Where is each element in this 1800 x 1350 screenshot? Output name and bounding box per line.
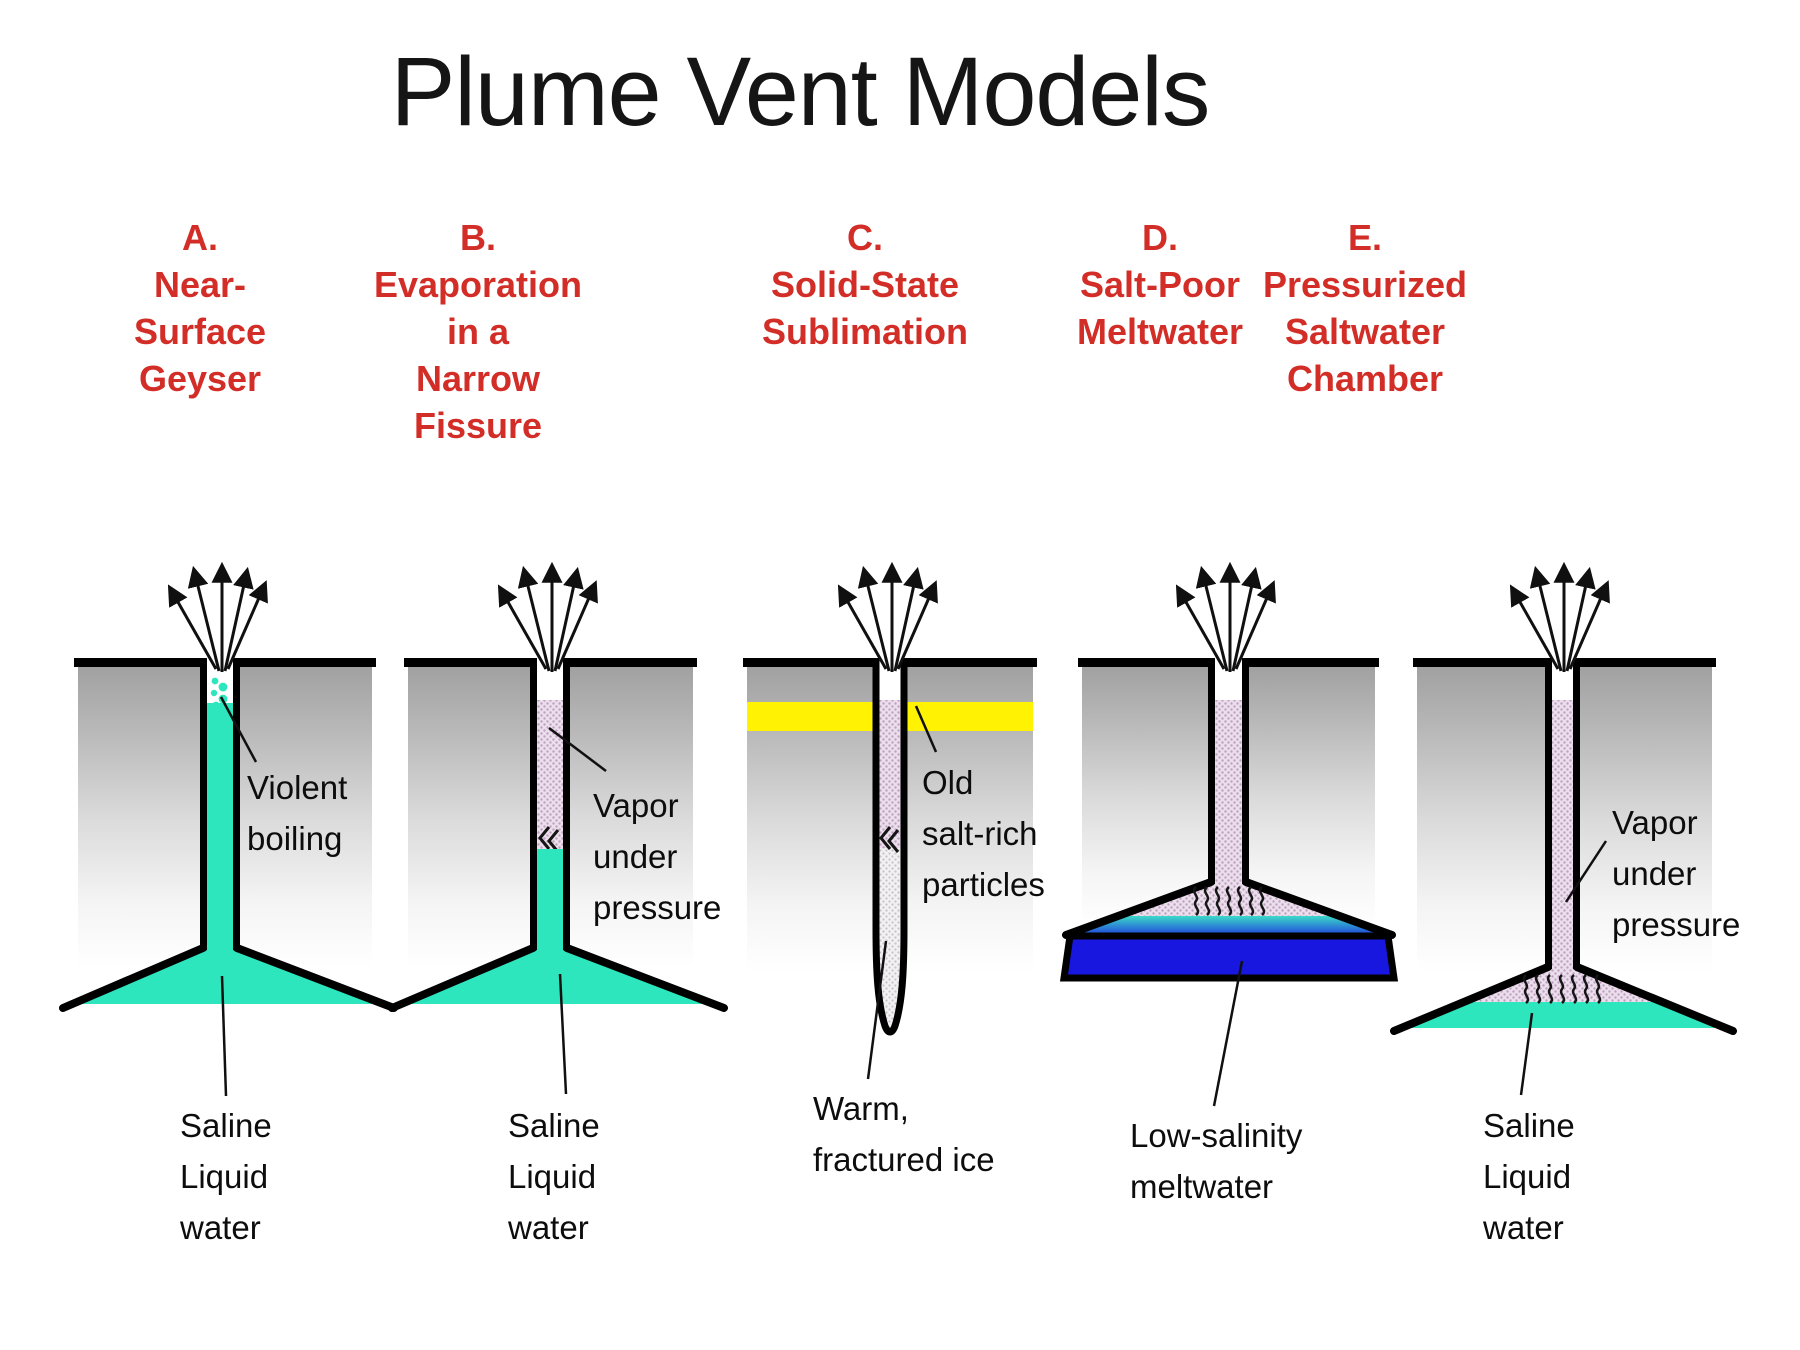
- leader-line: [548, 727, 607, 772]
- model-e-vapor-label: Vapor under pressure: [1612, 804, 1741, 943]
- boiling-interface-marks: [538, 826, 560, 853]
- model-a-header: A. Near- Surface Geyser: [133, 217, 267, 399]
- meltwater-gradient-band: [1070, 916, 1388, 936]
- surface-border: [1573, 658, 1716, 667]
- channel-wall: [530, 658, 537, 953]
- boiling-bubbles: [210, 677, 228, 709]
- model-b-diagram: [388, 561, 728, 1095]
- ice-block: [233, 667, 372, 967]
- funnel-saline-water: [1400, 1002, 1727, 1028]
- boiling-interface-marks: [1522, 974, 1602, 1004]
- ice-block: [1573, 667, 1712, 972]
- leader-line: [914, 705, 938, 753]
- leader-line: [866, 940, 888, 1080]
- surface-border: [74, 658, 207, 667]
- ice-block: [1417, 667, 1552, 972]
- channel-vapor: [1552, 700, 1573, 971]
- channel-wall: [233, 658, 240, 953]
- channel-saline-water: [207, 703, 233, 953]
- boiling-interface-marks: [879, 826, 900, 853]
- channel-vapor: [1215, 700, 1242, 886]
- funnel-wall: [1062, 878, 1396, 939]
- surface-border: [404, 658, 537, 667]
- model-b-header: B. Evaporation in a Narrow Fissure: [373, 217, 583, 446]
- model-b-saline-water-label: Saline Liquid water: [508, 1107, 600, 1246]
- funnel-wall: [388, 944, 728, 1012]
- funnel-wall: [1390, 963, 1737, 1035]
- ice-block: [563, 667, 693, 967]
- surface-border: [563, 658, 697, 667]
- surface-border: [901, 658, 1037, 667]
- figure-title: Plume Vent Models: [390, 37, 1211, 146]
- meltwater-chamber: [1059, 932, 1399, 982]
- surface-border: [1078, 658, 1215, 667]
- model-d-diagram: [1059, 561, 1399, 1107]
- model-c-diagram: [743, 561, 1037, 1080]
- model-c-header: C. Solid-State Sublimation: [762, 217, 968, 352]
- salt-layer: [747, 702, 879, 731]
- model-e-diagram: [1390, 561, 1737, 1096]
- model-b-vapor-label: Vapor under pressure: [593, 787, 722, 926]
- leader-line: [1564, 840, 1608, 903]
- channel-vapor: [876, 700, 904, 848]
- leader-line: [220, 975, 228, 1097]
- funnel-saline-water: [80, 950, 376, 1004]
- funnel-saline-water: [400, 950, 708, 1004]
- boiling-interface-marks: [1192, 886, 1266, 916]
- channel-saline-water: [537, 849, 563, 953]
- plume-arrows: [167, 561, 268, 672]
- model-c-salt-particles-label: Old salt-rich particles: [922, 764, 1045, 903]
- channel-wall: [1545, 658, 1552, 972]
- surface-border: [1242, 658, 1379, 667]
- plume-arrows: [837, 561, 938, 672]
- leader-line: [1519, 1012, 1534, 1096]
- ice-block: [1242, 667, 1375, 927]
- model-e-saline-water-label: Saline Liquid water: [1483, 1107, 1575, 1246]
- leader-line: [1212, 960, 1244, 1107]
- model-d-header: D. Salt-Poor Meltwater: [1076, 217, 1244, 352]
- channel-wall: [872, 660, 908, 1036]
- surface-border: [233, 658, 376, 667]
- ice-block: [408, 667, 537, 967]
- leader-line: [219, 696, 258, 763]
- model-e-header: E. Pressurized Saltwater Chamber: [1262, 217, 1468, 399]
- ice-block: [1082, 667, 1215, 927]
- model-c-fractured-ice-label: Warm, fractured ice: [813, 1090, 995, 1178]
- model-a-diagram: [59, 561, 398, 1097]
- channel-vapor: [537, 700, 563, 849]
- model-a-saline-water-label: Saline Liquid water: [180, 1107, 272, 1246]
- plume-arrows: [1509, 561, 1610, 672]
- channel-wall: [1573, 658, 1580, 972]
- channel-wall: [563, 658, 570, 953]
- channel-wall: [1242, 658, 1249, 887]
- channel-wall: [1208, 658, 1215, 887]
- surface-border: [743, 658, 879, 667]
- plume-arrows: [497, 561, 598, 672]
- model-d-meltwater-label: Low-salinity meltwater: [1130, 1117, 1303, 1205]
- funnel-wall: [59, 944, 398, 1012]
- funnel-vapor: [1465, 969, 1663, 1002]
- channel-wall: [200, 658, 207, 953]
- surface-border: [1413, 658, 1552, 667]
- plume-arrows: [1175, 561, 1276, 672]
- leader-line: [558, 973, 568, 1095]
- ice-block: [78, 667, 207, 967]
- model-a-violent-boiling-label: Violent boiling: [247, 769, 348, 857]
